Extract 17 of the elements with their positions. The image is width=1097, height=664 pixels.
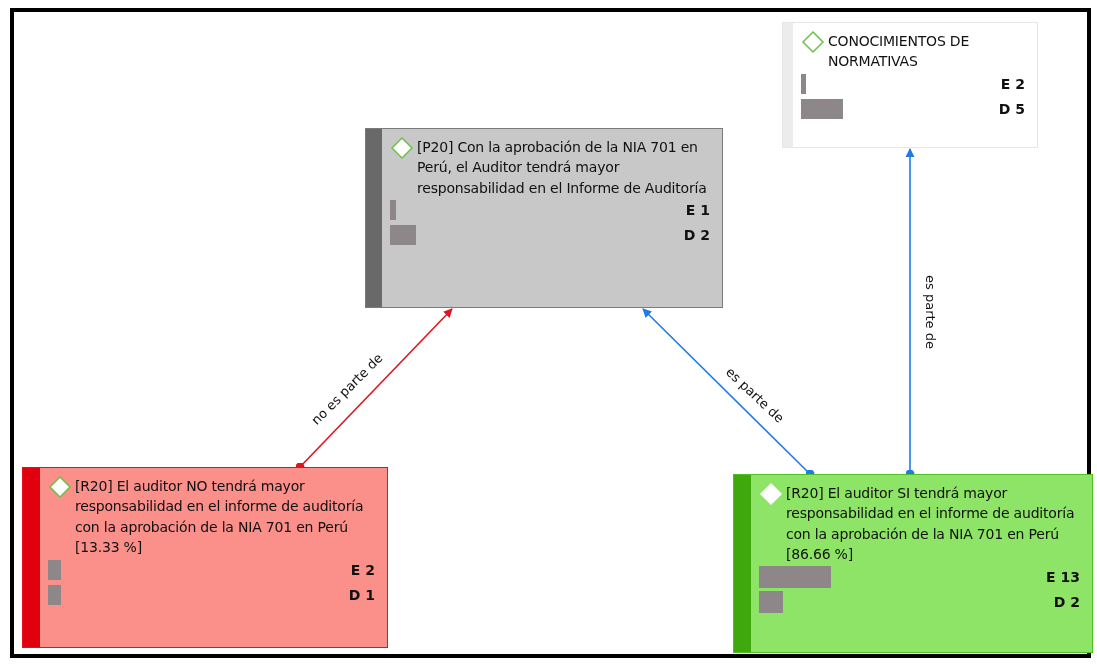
statement-box bbox=[22, 467, 388, 648]
statement-text: [R20] El auditor NO tendrá mayor responsabilidad en el informe de auditoría con la aprobación de la NIA 701 en Perú [13.33 %] bbox=[75, 477, 365, 557]
count-label: E 2 bbox=[350, 561, 375, 578]
edge-label: es parte de bbox=[922, 273, 938, 351]
count-label: D 1 bbox=[348, 586, 375, 603]
count-label: E 2 bbox=[1000, 76, 1025, 93]
statement-text: CONOCIMIENTOS DE NORMATIVAS bbox=[828, 32, 971, 72]
statement-box bbox=[782, 22, 1038, 148]
count-label: D 5 bbox=[998, 101, 1025, 118]
count-label: D 2 bbox=[683, 227, 710, 244]
statement-box bbox=[365, 128, 723, 308]
statement-box bbox=[733, 474, 1093, 653]
count-label: D 2 bbox=[1053, 593, 1080, 610]
count-label: E 13 bbox=[1046, 568, 1080, 585]
statement-text: [P20] Con la aprobación de la NIA 701 en Perú, el Auditor tendrá mayor responsabilidad en el Informe de Auditoría bbox=[417, 138, 708, 198]
count-label: E 1 bbox=[685, 202, 710, 219]
statement-text: [R20] El auditor SI tendrá mayor responsabilidad en el informe de auditoría con la aprobación de la NIA 701 en Perú [86.66 %] bbox=[786, 484, 1076, 564]
